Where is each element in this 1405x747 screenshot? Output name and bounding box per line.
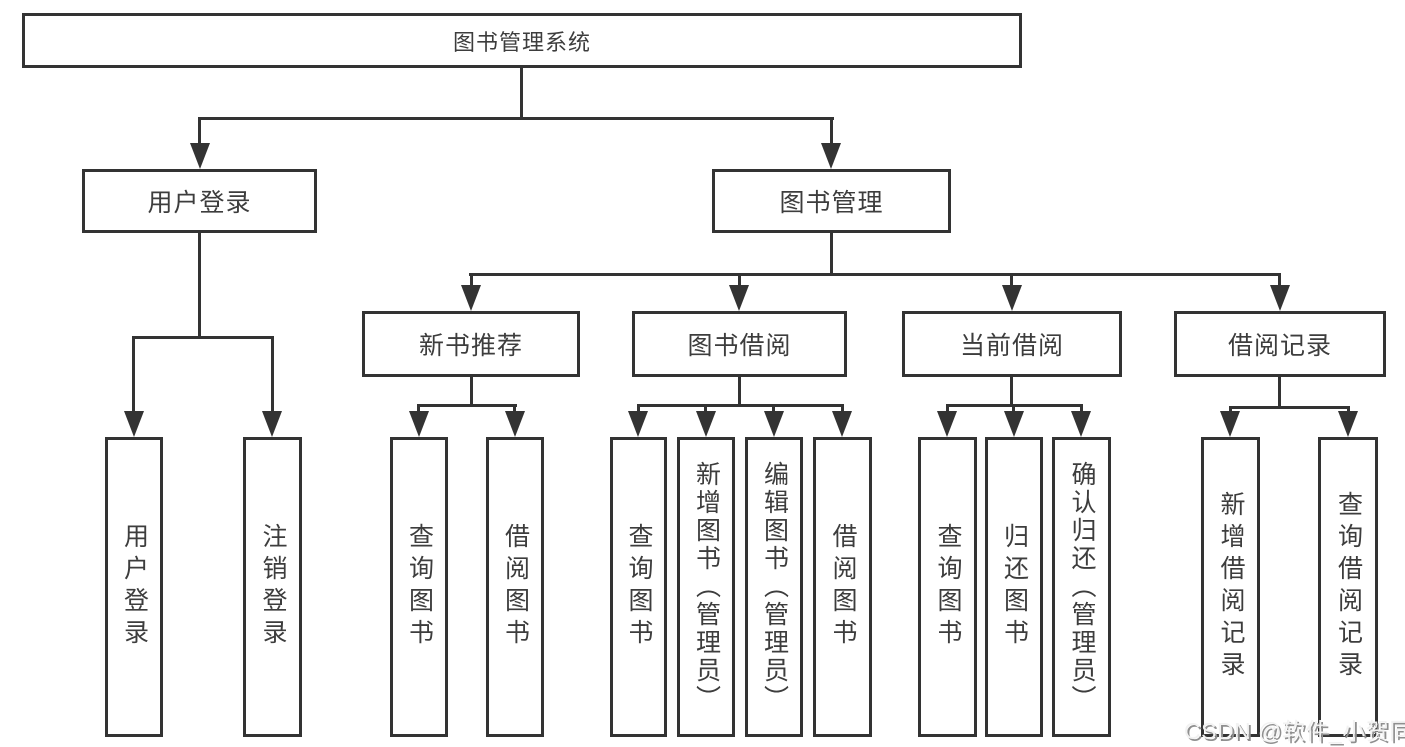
edge-line <box>513 404 516 414</box>
edge-line <box>417 404 517 407</box>
leaf-cb-return-books: 归还图书 <box>985 437 1043 737</box>
edge-line <box>1278 273 1281 288</box>
leaf-bb-edit-books-admin: 编辑图书（管理员） <box>745 437 803 737</box>
arrow-down-icon <box>1004 411 1024 437</box>
leaf-user-login: 用户登录 <box>105 437 163 737</box>
node-current-borrowing: 当前借阅 <box>902 311 1122 377</box>
leaf-nb-borrow-books: 借阅图书 <box>486 437 544 737</box>
arrow-down-icon <box>190 143 210 169</box>
edge-line <box>198 232 201 339</box>
edge-line <box>772 404 775 414</box>
arrow-down-icon <box>821 143 841 169</box>
leaf-logout: 注销登录 <box>243 437 302 737</box>
arrow-down-icon <box>505 411 525 437</box>
leaf-cb-query-books: 查询图书 <box>918 437 977 737</box>
edge-line <box>132 336 274 339</box>
leaf-bb-borrow-books: 借阅图书 <box>813 437 872 737</box>
arrow-down-icon <box>1071 411 1091 437</box>
leaf-nb-query-books: 查询图书 <box>390 437 448 737</box>
arrow-down-icon <box>262 411 282 437</box>
arrow-down-icon <box>696 411 716 437</box>
arrow-down-icon <box>1220 411 1240 437</box>
csdn-watermark: CSDN @软件_小贺同学 <box>1184 718 1405 744</box>
edge-line <box>198 117 834 120</box>
leaf-br-add-record: 新增借阅记录 <box>1201 437 1260 737</box>
edge-line <box>637 404 843 407</box>
edge-line <box>637 404 640 414</box>
edge-line <box>841 404 844 414</box>
leaf-br-query-record: 查询借阅记录 <box>1318 437 1378 737</box>
arrow-down-icon <box>1338 411 1358 437</box>
node-book-borrowing: 图书借阅 <box>632 311 847 377</box>
leaf-cb-confirm-return-admin: 确认归还（管理员） <box>1052 437 1111 737</box>
edge-line <box>1229 406 1232 414</box>
edge-line <box>1080 404 1083 414</box>
arrow-down-icon <box>124 411 144 437</box>
leaf-bb-query-books: 查询图书 <box>610 437 667 737</box>
edge-line <box>738 273 741 288</box>
edge-line <box>470 273 473 288</box>
node-new-book-recommend: 新书推荐 <box>362 311 580 377</box>
arrow-down-icon <box>832 411 852 437</box>
edge-line <box>132 336 135 416</box>
arrow-down-icon <box>628 411 648 437</box>
edge-line <box>1347 406 1350 414</box>
edge-line <box>1229 406 1350 409</box>
edge-line <box>830 232 833 276</box>
arrow-down-icon <box>764 411 784 437</box>
edge-line <box>198 117 201 147</box>
edge-line <box>1010 273 1013 288</box>
edge-line <box>520 68 523 120</box>
edge-line <box>830 117 833 147</box>
node-user-login: 用户登录 <box>82 169 317 233</box>
node-borrow-records: 借阅记录 <box>1174 311 1386 377</box>
edge-line <box>1010 377 1013 407</box>
node-book-management: 图书管理 <box>712 169 951 233</box>
edge-line <box>704 404 707 414</box>
arrow-down-icon <box>1270 285 1290 311</box>
arrow-down-icon <box>729 285 749 311</box>
node-root: 图书管理系统 <box>22 13 1022 68</box>
edge-line <box>738 377 741 407</box>
edge-line <box>469 273 1281 276</box>
edge-line <box>417 404 420 414</box>
arrow-down-icon <box>1002 285 1022 311</box>
arrow-down-icon <box>937 411 957 437</box>
edge-line <box>470 377 473 407</box>
edge-line <box>271 336 274 416</box>
edge-line <box>1012 404 1015 414</box>
leaf-bb-add-books-admin: 新增图书（管理员） <box>677 437 735 737</box>
arrow-down-icon <box>409 411 429 437</box>
edge-line <box>1278 377 1281 409</box>
edge-line <box>946 404 949 414</box>
arrow-down-icon <box>461 285 481 311</box>
